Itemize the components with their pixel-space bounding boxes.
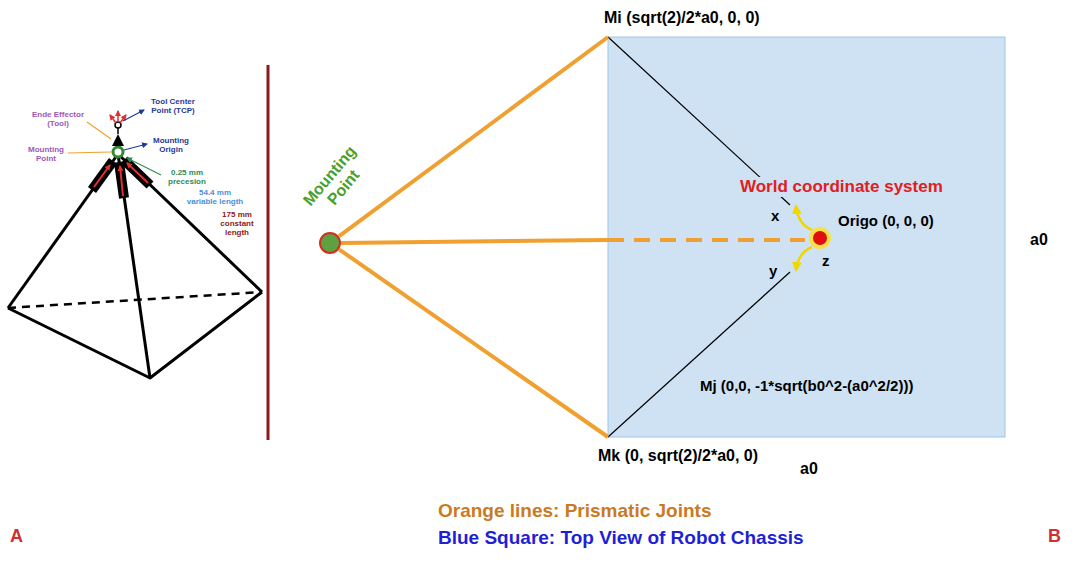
- origin-label: Origo (0, 0, 0): [838, 212, 934, 229]
- precision-label: 0.25 mm precesion: [163, 168, 211, 186]
- pyramid-figure: [8, 111, 262, 378]
- leader-lines: [68, 110, 161, 175]
- mounting-point-text: Mounting Point: [297, 140, 377, 225]
- legend-note: Orange lines: Prismatic Joints: [438, 500, 711, 523]
- legend-note: Blue Square: Top View of Robot Chassis: [438, 527, 804, 550]
- prismatic-joint: [339, 37, 608, 236]
- mounting-origin-label: Mounting Origin: [149, 136, 193, 154]
- axis-label: x: [771, 207, 779, 225]
- dimension-label: a0: [800, 459, 818, 478]
- axis-label: z: [822, 252, 830, 270]
- chassis-square: [608, 37, 1005, 437]
- point-label: Mj (0,0, -1*sqrt(b0^2-(a0^2/2))): [700, 377, 913, 394]
- panel-letter: B: [1048, 526, 1061, 548]
- point-label: Mi (sqrt(2)/2*a0, 0, 0): [604, 8, 760, 27]
- y-axis-arrow: [796, 247, 812, 270]
- diagonal-line: [608, 272, 790, 437]
- tcp-label: Tool Center Point (TCP): [147, 97, 199, 115]
- dimension-label: a0: [1030, 230, 1048, 249]
- divider-line: [267, 65, 270, 440]
- x-axis-arrow: [796, 206, 812, 230]
- origin-dot: [813, 231, 827, 245]
- mounting-point-label: Mounting Point: [26, 145, 66, 163]
- tool-label: Ende Effector (Tool): [30, 110, 86, 128]
- prismatic-joint: [341, 240, 608, 243]
- constant-length-label: 175 mm constant length: [212, 210, 262, 237]
- robot-chassis-square: World coordinate systemOrigo (0, 0, 0) Mj…: [608, 37, 1005, 437]
- mounting-point-circle: Mounting Point: [319, 232, 341, 254]
- variable-length-label: 54.4 mm variable length: [186, 188, 244, 206]
- panel-letter: A: [10, 526, 23, 548]
- axis-label: y: [769, 262, 777, 280]
- coordinate-system-title: World coordinate system: [738, 177, 945, 197]
- prismatic-joint: [339, 249, 608, 437]
- point-label: Mk (0, sqrt(2)/2*a0, 0): [598, 446, 758, 465]
- origin-ring: [809, 227, 831, 249]
- dashed-joint-line: [608, 238, 805, 242]
